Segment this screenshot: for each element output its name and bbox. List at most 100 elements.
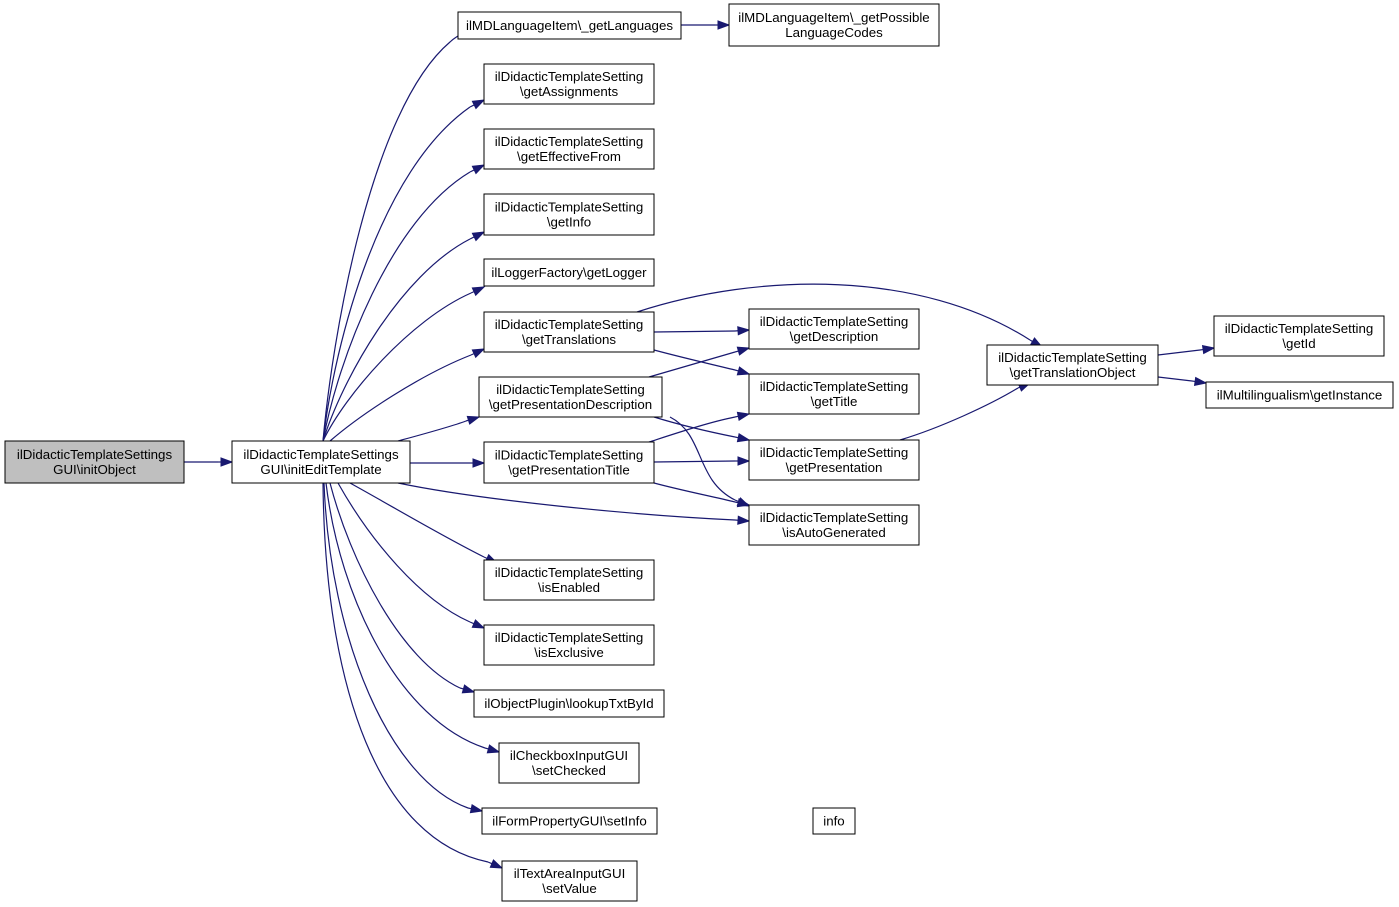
node-box: [748, 504, 920, 546]
arrowhead: [737, 456, 751, 466]
node-setValue[interactable]: ilTextAreaInputGUI\setValue: [501, 860, 638, 902]
edge-connector: [467, 807, 472, 810]
node-getEffectiveFrom[interactable]: ilDidacticTemplateSetting\getEffectiveFr…: [483, 128, 655, 170]
node-label: ilFormPropertyGUI\setInfo: [492, 814, 646, 829]
edge-initEdit-isAutoGenerated: [397, 482, 751, 525]
node-label: ilDidacticTemplateSetting: [760, 445, 909, 460]
node-label: \getAssignments: [520, 84, 619, 99]
node-getAssignments[interactable]: ilDidacticTemplateSetting\getAssignments: [483, 63, 655, 105]
node-getTitle[interactable]: ilDidacticTemplateSetting\getTitle: [748, 373, 920, 415]
edge-initEdit-setInfo: [323, 482, 484, 814]
arrowhead: [471, 99, 486, 110]
edge-getTranslationObject-getId: [1157, 344, 1216, 356]
node-label: \getEffectiveFrom: [517, 149, 621, 164]
edge-line: [653, 330, 736, 333]
node-isAutoGenerated[interactable]: ilDidacticTemplateSetting\isAutoGenerate…: [748, 504, 920, 546]
node-lookupTxt[interactable]: ilObjectPlugin\lookupTxtById: [473, 689, 665, 718]
arrowhead: [471, 286, 486, 297]
edge-initEdit-getLanguages: [322, 35, 459, 442]
edge-initEdit-isEnabled: [349, 482, 499, 564]
node-getLogger[interactable]: ilLoggerFactory\getLogger: [483, 258, 655, 287]
node-getTranslations[interactable]: ilDidacticTemplateSetting\getTranslation…: [483, 311, 655, 353]
arrowhead: [486, 744, 501, 754]
node-box: [986, 344, 1159, 386]
arrowhead: [461, 684, 476, 694]
node-label: info: [823, 814, 844, 829]
node-box: [483, 311, 655, 353]
node-label: \getTitle: [811, 394, 858, 409]
node-setChecked[interactable]: ilCheckboxInputGUI\setChecked: [498, 742, 640, 784]
node-getPossible[interactable]: ilMDLanguageItem\_getPossibleLanguageCod…: [728, 3, 940, 47]
node-label: ilLoggerFactory\getLogger: [491, 265, 647, 280]
node-label: ilDidacticTemplateSetting: [496, 382, 645, 397]
node-box: [748, 308, 920, 350]
arrowhead: [1193, 376, 1208, 387]
edge-root-initEdit: [184, 457, 234, 467]
node-box: [483, 441, 655, 484]
node-label: ilObjectPlugin\lookupTxtById: [484, 696, 653, 711]
edge-connector: [734, 350, 739, 353]
node-setInfo[interactable]: ilFormPropertyGUI\setInfo: [481, 807, 658, 835]
node-label: ilTextAreaInputGUI: [514, 866, 626, 881]
node-box: [748, 439, 920, 481]
edge-line: [323, 482, 469, 809]
edge-line: [899, 387, 1019, 441]
node-box: [483, 624, 655, 666]
edge-line: [322, 106, 471, 442]
edge-line: [653, 349, 736, 371]
arrowhead: [736, 411, 751, 422]
edge-connector: [734, 501, 739, 504]
arrowhead: [736, 346, 751, 356]
node-getTranslationObject[interactable]: ilDidacticTemplateSetting\getTranslation…: [986, 344, 1159, 386]
node-box: [501, 860, 638, 902]
edge-getPresTitle-getTitle: [648, 411, 751, 443]
node-isExclusive[interactable]: ilDidacticTemplateSetting\isExclusive: [483, 624, 655, 666]
node-box: [483, 258, 655, 287]
node-label: \getInfo: [547, 215, 591, 230]
arrowhead: [489, 859, 504, 869]
edge-connector: [469, 169, 475, 173]
node-getDescription[interactable]: ilDidacticTemplateSetting\getDescription: [748, 308, 920, 350]
node-getInfo[interactable]: ilDidacticTemplateSetting\getInfo: [483, 193, 655, 236]
arrowhead: [471, 164, 486, 175]
edge-getPresDesc-getDescription: [648, 346, 751, 378]
arrowhead: [471, 231, 486, 242]
edge-line: [349, 482, 485, 558]
edge-line: [1157, 376, 1193, 382]
node-getLanguages[interactable]: ilMDLanguageItem\_getLanguages: [457, 11, 682, 40]
edge-line: [337, 482, 471, 623]
node-label: GUI\initEditTemplate: [260, 462, 381, 477]
node-box: [748, 373, 920, 415]
node-label: ilDidacticTemplateSetting: [1225, 321, 1374, 336]
arrowhead: [472, 458, 486, 468]
node-getInstance[interactable]: ilMultilingualism\getInstance: [1205, 381, 1394, 409]
node-box: [1213, 315, 1385, 357]
node-getPresDesc[interactable]: ilDidacticTemplateSetting\getPresentatio…: [478, 376, 663, 418]
node-box: [1205, 381, 1394, 409]
node-label: \setChecked: [532, 763, 606, 778]
node-box: [483, 63, 655, 105]
node-label: ilCheckboxInputGUI: [510, 748, 628, 763]
node-label: \getId: [1282, 336, 1315, 351]
node-box: [483, 193, 655, 236]
edge-line: [653, 482, 736, 503]
edge-line: [397, 420, 467, 442]
edge-connector: [469, 236, 475, 240]
node-label: ilDidacticTemplateSetting: [495, 200, 644, 215]
arrowhead: [469, 803, 484, 814]
node-label: \getPresentation: [786, 460, 883, 475]
node-getPresTitle[interactable]: ilDidacticTemplateSetting\getPresentatio…: [483, 441, 655, 484]
node-isEnabled[interactable]: ilDidacticTemplateSetting\isEnabled: [483, 559, 655, 601]
edge-initEdit-setValue: [322, 482, 504, 869]
node-getId[interactable]: ilDidacticTemplateSetting\getId: [1213, 315, 1385, 357]
node-label: \getPresentationTitle: [508, 463, 629, 478]
node-info[interactable]: info: [812, 807, 856, 835]
node-getPresentation[interactable]: ilDidacticTemplateSetting\getPresentatio…: [748, 439, 920, 481]
node-initEdit[interactable]: ilDidacticTemplateSettingsGUI\initEditTe…: [231, 440, 411, 484]
edge-line: [1157, 349, 1201, 356]
node-label: ilDidacticTemplateSetting: [495, 630, 644, 645]
node-label: ilDidacticTemplateSetting: [495, 565, 644, 580]
edge-initEdit-getPresDesc: [397, 415, 481, 442]
node-box: [728, 3, 940, 47]
